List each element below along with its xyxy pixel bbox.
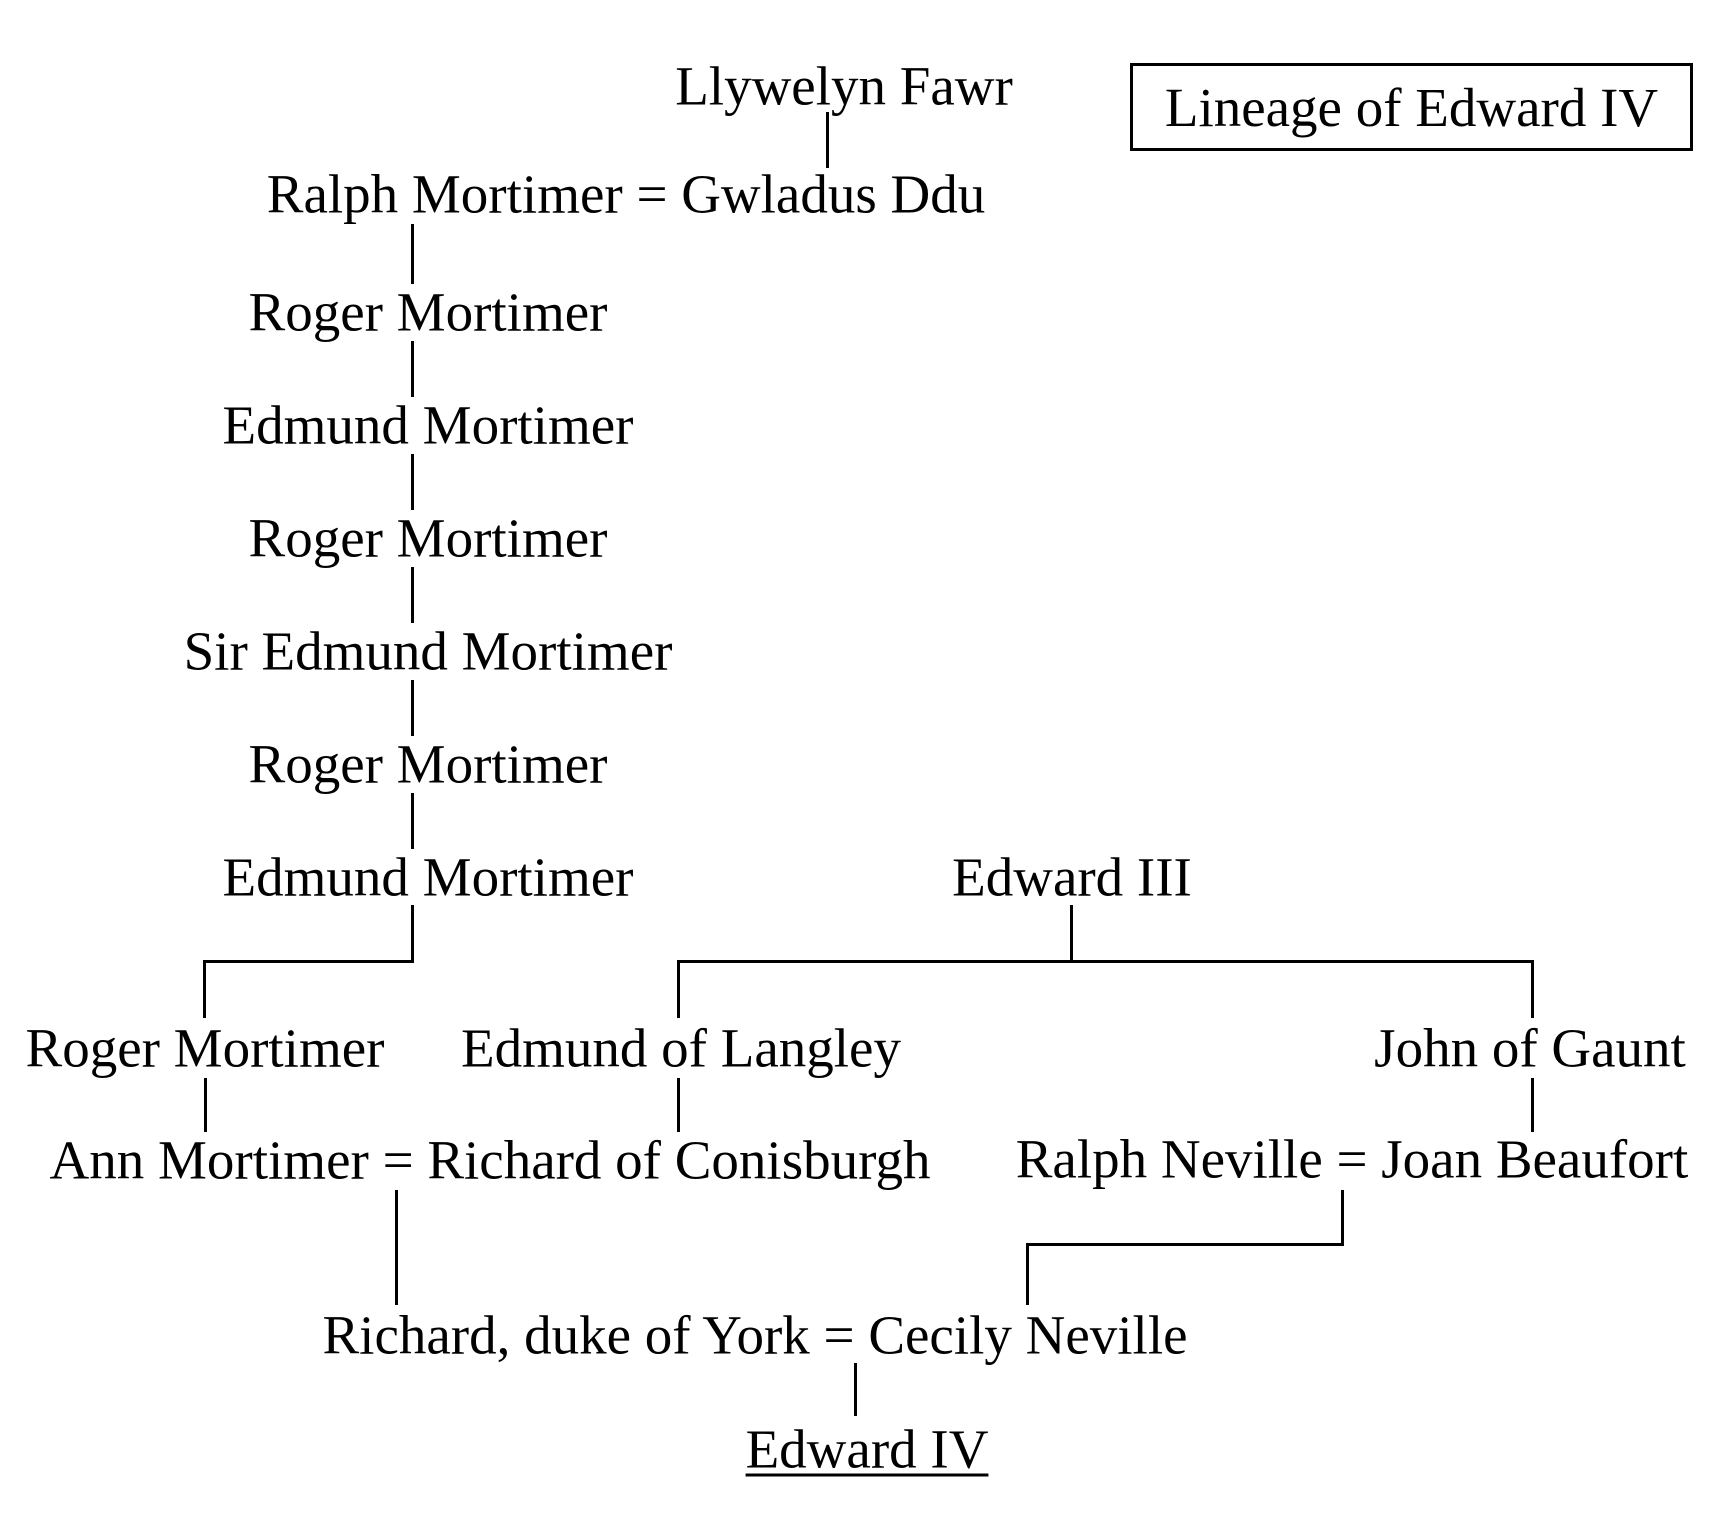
person-edward-iii: Edward III xyxy=(952,846,1192,908)
connector-siredmund-to-roger3 xyxy=(411,680,414,736)
person-roger-mortimer-4: Roger Mortimer xyxy=(25,1017,385,1079)
person-ann-mortimer-richard-of-conisburgh: Ann Mortimer = Richard of Conisburgh xyxy=(49,1129,931,1191)
person-llywelyn-fawr: Llywelyn Fawr xyxy=(675,55,1013,117)
connector-edward3-stem xyxy=(1070,905,1073,962)
person-edward-iv: Edward IV xyxy=(745,1418,989,1480)
connector-roger1-to-edmund1 xyxy=(411,341,414,397)
diagram-title-box: Lineage of Edward IV xyxy=(1130,63,1693,151)
diagram-title: Lineage of Edward IV xyxy=(1164,76,1659,138)
connector-neville-elbow xyxy=(1026,1243,1344,1246)
connector-roger2-to-siredmund xyxy=(411,567,414,623)
connector-edward3-bracket xyxy=(677,960,1534,963)
connector-llywelyn-to-gwladus xyxy=(826,112,829,168)
person-edmund-of-langley: Edmund of Langley xyxy=(461,1017,901,1079)
connector-langley-to-richard xyxy=(677,1078,680,1132)
connector-york-to-edward4 xyxy=(854,1363,857,1416)
connector-ralph-to-roger1 xyxy=(411,224,414,284)
connector-roger4-to-ann xyxy=(204,1078,207,1132)
person-ralph-neville-joan-beaufort: Ralph Neville = Joan Beaufort xyxy=(1015,1128,1689,1190)
connector-elbow-to-roger4 xyxy=(203,960,206,1018)
connector-neville-stem xyxy=(1341,1190,1344,1246)
connector-roger3-to-edmund2 xyxy=(411,793,414,849)
connector-edmund1-to-roger2 xyxy=(411,454,414,510)
person-edmund-mortimer-1: Edmund Mortimer xyxy=(222,394,634,456)
connector-edmund2-elbow xyxy=(203,960,414,963)
connector-elbow-to-cecily xyxy=(1026,1243,1029,1305)
person-edmund-mortimer-2: Edmund Mortimer xyxy=(222,846,634,908)
person-sir-edmund-mortimer: Sir Edmund Mortimer xyxy=(183,620,673,682)
connector-bracket-to-gaunt xyxy=(1531,960,1534,1018)
person-roger-mortimer-2: Roger Mortimer xyxy=(248,507,608,569)
person-ralph-mortimer-gwladus-ddu: Ralph Mortimer = Gwladus Ddu xyxy=(266,163,986,225)
person-richard-duke-of-york-cecily-neville: Richard, duke of York = Cecily Neville xyxy=(322,1304,1188,1366)
connector-gaunt-to-joan xyxy=(1531,1078,1534,1132)
person-roger-mortimer-1: Roger Mortimer xyxy=(248,281,608,343)
connector-ann-to-york xyxy=(395,1190,398,1305)
person-john-of-gaunt: John of Gaunt xyxy=(1374,1017,1686,1079)
person-roger-mortimer-3: Roger Mortimer xyxy=(248,733,608,795)
connector-edmund2-stem xyxy=(411,905,414,962)
connector-bracket-to-langley xyxy=(677,960,680,1018)
